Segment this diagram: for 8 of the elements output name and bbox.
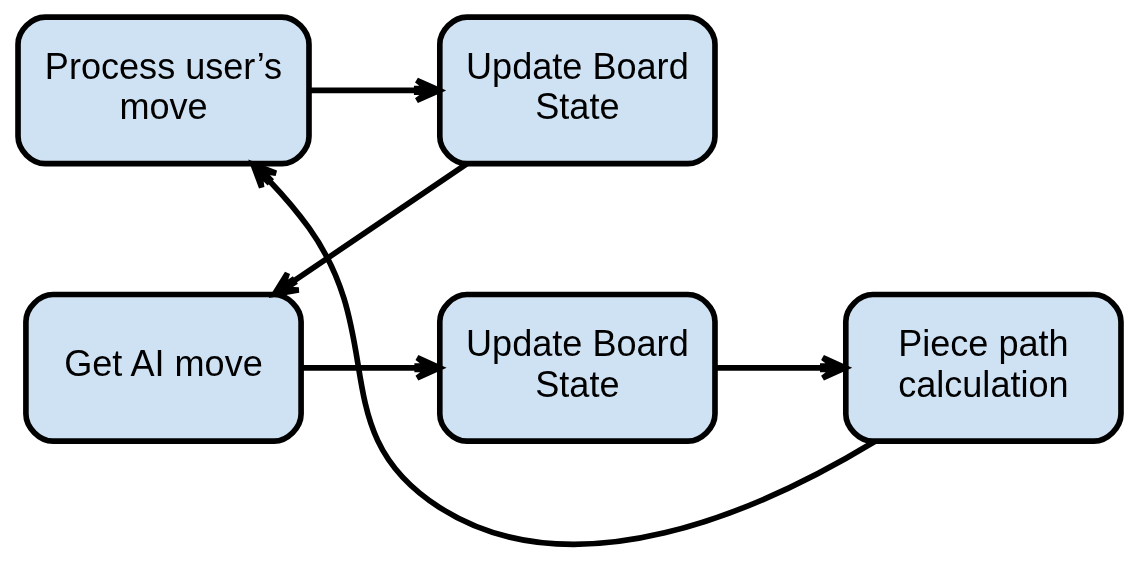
arrow (309, 77, 443, 104)
node-box: Process user’s move (15, 14, 312, 167)
node-box: Piece path calculation (842, 291, 1124, 444)
node-box: Update Board State (437, 291, 718, 444)
node-box: Update Board State (437, 14, 718, 167)
node-box: Get AI move (23, 291, 304, 444)
arrow (715, 354, 849, 381)
arrow (250, 161, 877, 547)
